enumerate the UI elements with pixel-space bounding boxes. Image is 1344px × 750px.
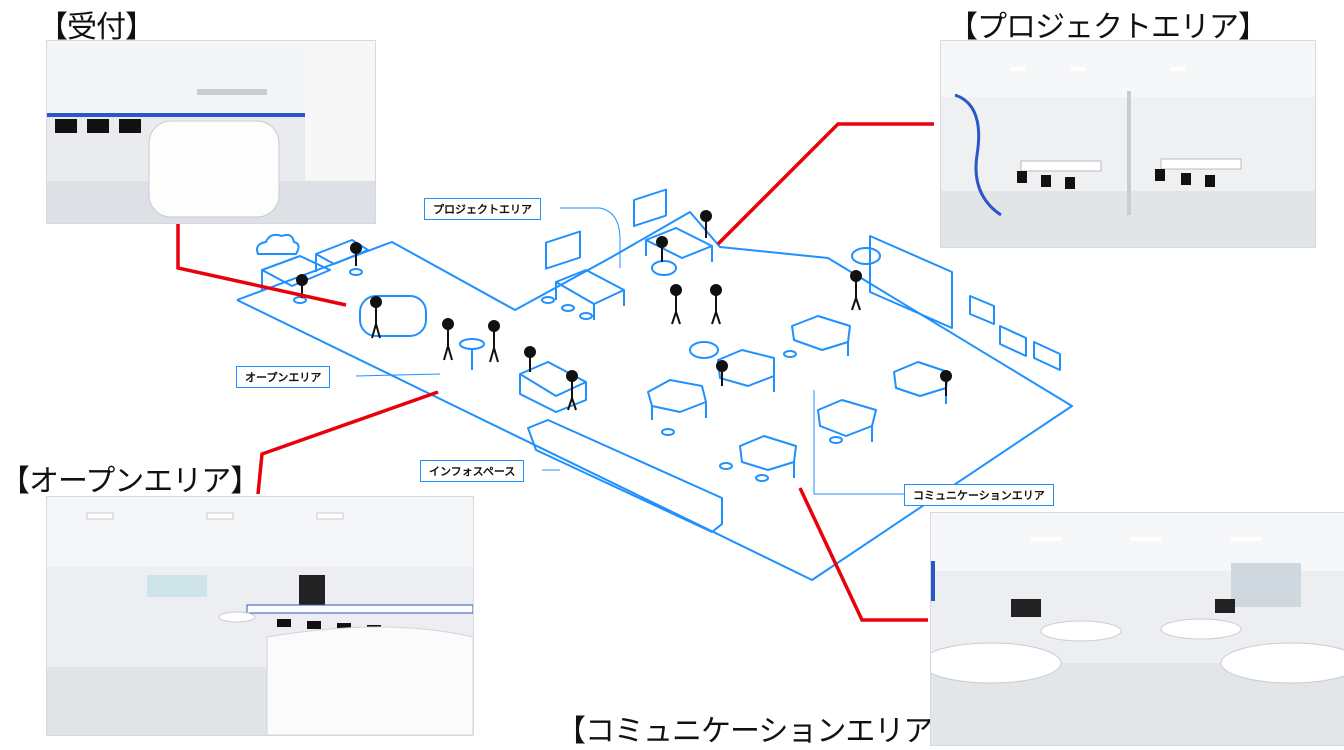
info-space-counter	[527, 419, 723, 533]
speech-bubble-2	[851, 247, 881, 265]
heading-communication: 【コミュニケーションエリア】	[556, 714, 962, 749]
photo-open-area	[46, 496, 474, 736]
stools	[293, 268, 843, 482]
red-line-project	[716, 122, 934, 246]
photo-project-area	[940, 40, 1316, 248]
reception-workdesk-2	[315, 239, 369, 272]
label-leader-open	[355, 373, 441, 377]
label-info-space: インフォスペース	[420, 460, 525, 482]
screen-1	[969, 295, 995, 325]
label-project-area: プロジェクトエリア	[424, 198, 541, 220]
heading-open: 【オープンエリア】	[0, 464, 260, 499]
comm-table-4	[817, 399, 877, 442]
cloud-icon	[256, 233, 300, 255]
speech-bubble-3	[651, 260, 677, 276]
project-table-1	[555, 269, 625, 320]
screen-3	[1033, 341, 1061, 371]
comm-table-1	[647, 379, 707, 420]
comm-table-2	[717, 349, 775, 392]
project-board-2	[633, 188, 667, 228]
label-leader-project	[560, 207, 621, 268]
comm-table-5	[739, 435, 797, 478]
reception-workdesk-1	[261, 255, 331, 290]
label-open-area: オープンエリア	[236, 366, 331, 388]
comm-table-3	[791, 315, 851, 356]
project-table-2	[645, 227, 713, 262]
heading-reception: 【受付】	[38, 10, 155, 45]
reception-desk	[359, 295, 427, 337]
photo-communication-area	[930, 512, 1344, 746]
red-line-communication	[798, 487, 928, 622]
screen-2	[999, 325, 1027, 357]
red-line-reception	[176, 224, 347, 307]
communication-board	[869, 235, 953, 329]
heading-project: 【プロジェクトエリア】	[948, 10, 1268, 45]
label-leader-comm	[813, 390, 904, 495]
round-table	[459, 338, 485, 350]
project-board-1	[545, 230, 581, 270]
red-line-open	[256, 390, 439, 495]
photo-reception	[46, 40, 376, 224]
label-communication-area: コミュニケーションエリア	[904, 484, 1054, 506]
speech-bubble-1	[689, 341, 719, 359]
people-figures	[296, 210, 952, 411]
comm-table-6	[893, 361, 949, 404]
open-counter	[519, 361, 587, 413]
